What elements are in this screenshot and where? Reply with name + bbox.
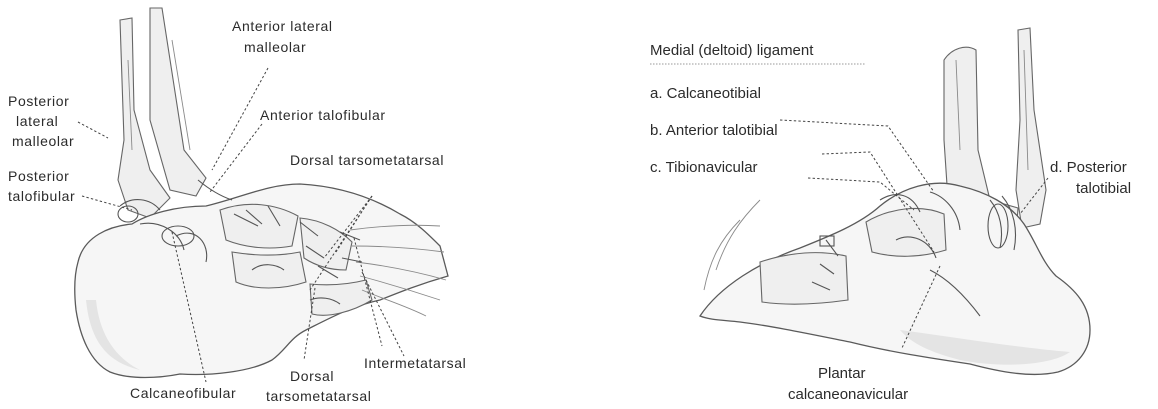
- tibia-left: [150, 8, 206, 196]
- label-anterior-lateral-malleolar-1: Anterior lateral: [232, 18, 333, 34]
- label-d-posterior-talotibial-2: talotibial: [1076, 180, 1131, 197]
- label-intermetatarsal: Intermetatarsal: [364, 355, 466, 371]
- label-posterior-talofibular-1: Posterior: [8, 168, 69, 184]
- label-dorsal-tarsometatarsal-bottom-2: tarsometatarsal: [266, 388, 371, 404]
- label-c-tibionavicular: c. Tibionavicular: [650, 159, 758, 176]
- fibula-right: [1016, 28, 1046, 228]
- label-plantar-calcaneonavicular-1: Plantar: [818, 365, 866, 382]
- label-posterior-lateral-malleolar-3: malleolar: [12, 133, 74, 149]
- label-a-calcaneotibial: a. Calcaneotibial: [650, 85, 761, 102]
- label-anterior-talofibular: Anterior talofibular: [260, 107, 386, 123]
- label-anterior-lateral-malleolar-2: malleolar: [244, 39, 306, 55]
- label-d-posterior-talotibial-1: d. Posterior: [1050, 159, 1127, 176]
- label-posterior-lateral-malleolar-2: lateral: [16, 113, 58, 129]
- label-b-anterior-talotibial: b. Anterior talotibial: [650, 122, 778, 139]
- label-posterior-lateral-malleolar-1: Posterior: [8, 93, 69, 109]
- heading-medial-deltoid-ligament: Medial (deltoid) ligament: [650, 42, 814, 59]
- label-posterior-talofibular-2: talofibular: [8, 188, 75, 204]
- label-calcaneofibular: Calcaneofibular: [130, 385, 236, 401]
- medial-view-illustration: [700, 28, 1090, 374]
- label-dorsal-tarsometatarsal-top: Dorsal tarsometatarsal: [290, 152, 444, 168]
- lateral-view-illustration: [75, 8, 448, 378]
- label-plantar-calcaneonavicular-2: calcaneonavicular: [788, 386, 908, 403]
- label-dorsal-tarsometatarsal-bottom-1: Dorsal: [290, 368, 334, 384]
